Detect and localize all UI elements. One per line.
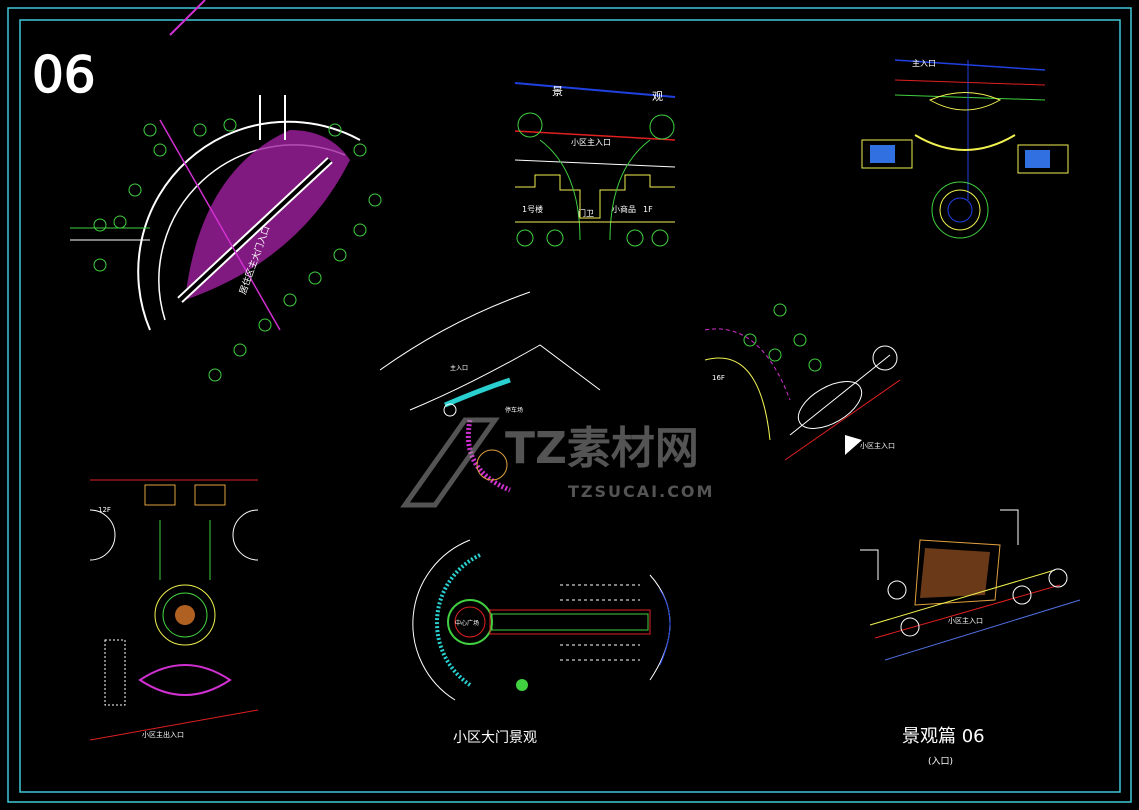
watermark-brand: TZ素材网 xyxy=(505,423,699,474)
watermark: TZ素材网 TZSUCAI.COM xyxy=(400,417,714,508)
plan-7-bottom-center: 中心广场 xyxy=(412,539,671,701)
plan4-label: 停车场 xyxy=(505,406,523,414)
plan-5-right-middle: 16F 小区主入口 xyxy=(704,303,901,461)
plan2-label-b: 观 xyxy=(652,90,663,103)
plan6-entry-label: 小区主出入口 xyxy=(142,730,184,739)
plan2-guard-label: 门卫 xyxy=(578,208,594,218)
plan2-building-label: 1号楼 xyxy=(522,204,543,214)
plan7-center-label: 中心广场 xyxy=(455,619,479,627)
stray-line xyxy=(169,0,206,36)
watermark-logo-icon xyxy=(400,417,500,508)
plan-6-bottom-left: 12F 小区主出入口 xyxy=(89,479,259,741)
plan2-floor-label: 1F xyxy=(643,205,653,214)
outer-frame xyxy=(7,7,1132,803)
plan5-floor-label: 16F xyxy=(712,374,725,382)
plan-2-entrance-detail: 景 观 小区主入口 1号楼 小商品 1F 门卫 xyxy=(514,82,676,247)
sheet-title: 景观篇 06 xyxy=(902,726,985,747)
sheet-number: 06 xyxy=(32,46,96,104)
plan6-bldg-label: 12F xyxy=(98,506,111,514)
watermark-url: TZSUCAI.COM xyxy=(568,482,714,501)
plan5-entry-label: 小区主入口 xyxy=(860,441,895,450)
plan4-entry-label: 主入口 xyxy=(450,364,468,372)
plan8-entry-label: 小区主入口 xyxy=(948,616,983,625)
plan2-label-a: 景 xyxy=(552,85,563,98)
plan-1-main-gate: 居住区主大门入口 xyxy=(70,95,382,382)
plan2-shop-label: 小商品 xyxy=(612,204,636,214)
plan-3-top-right: 主入口 xyxy=(861,58,1069,239)
plan-4-center: 主入口 停车场 xyxy=(379,291,601,493)
plan3-entry-label: 主入口 xyxy=(912,58,936,68)
plan-8-bottom-right: 小区主入口 xyxy=(860,509,1081,661)
caption-center: 小区大门景观 xyxy=(453,730,537,746)
plan2-entry-label: 小区主入口 xyxy=(571,137,611,147)
inner-frame xyxy=(19,19,1121,793)
sheet-subtitle: (入口) xyxy=(928,756,953,767)
